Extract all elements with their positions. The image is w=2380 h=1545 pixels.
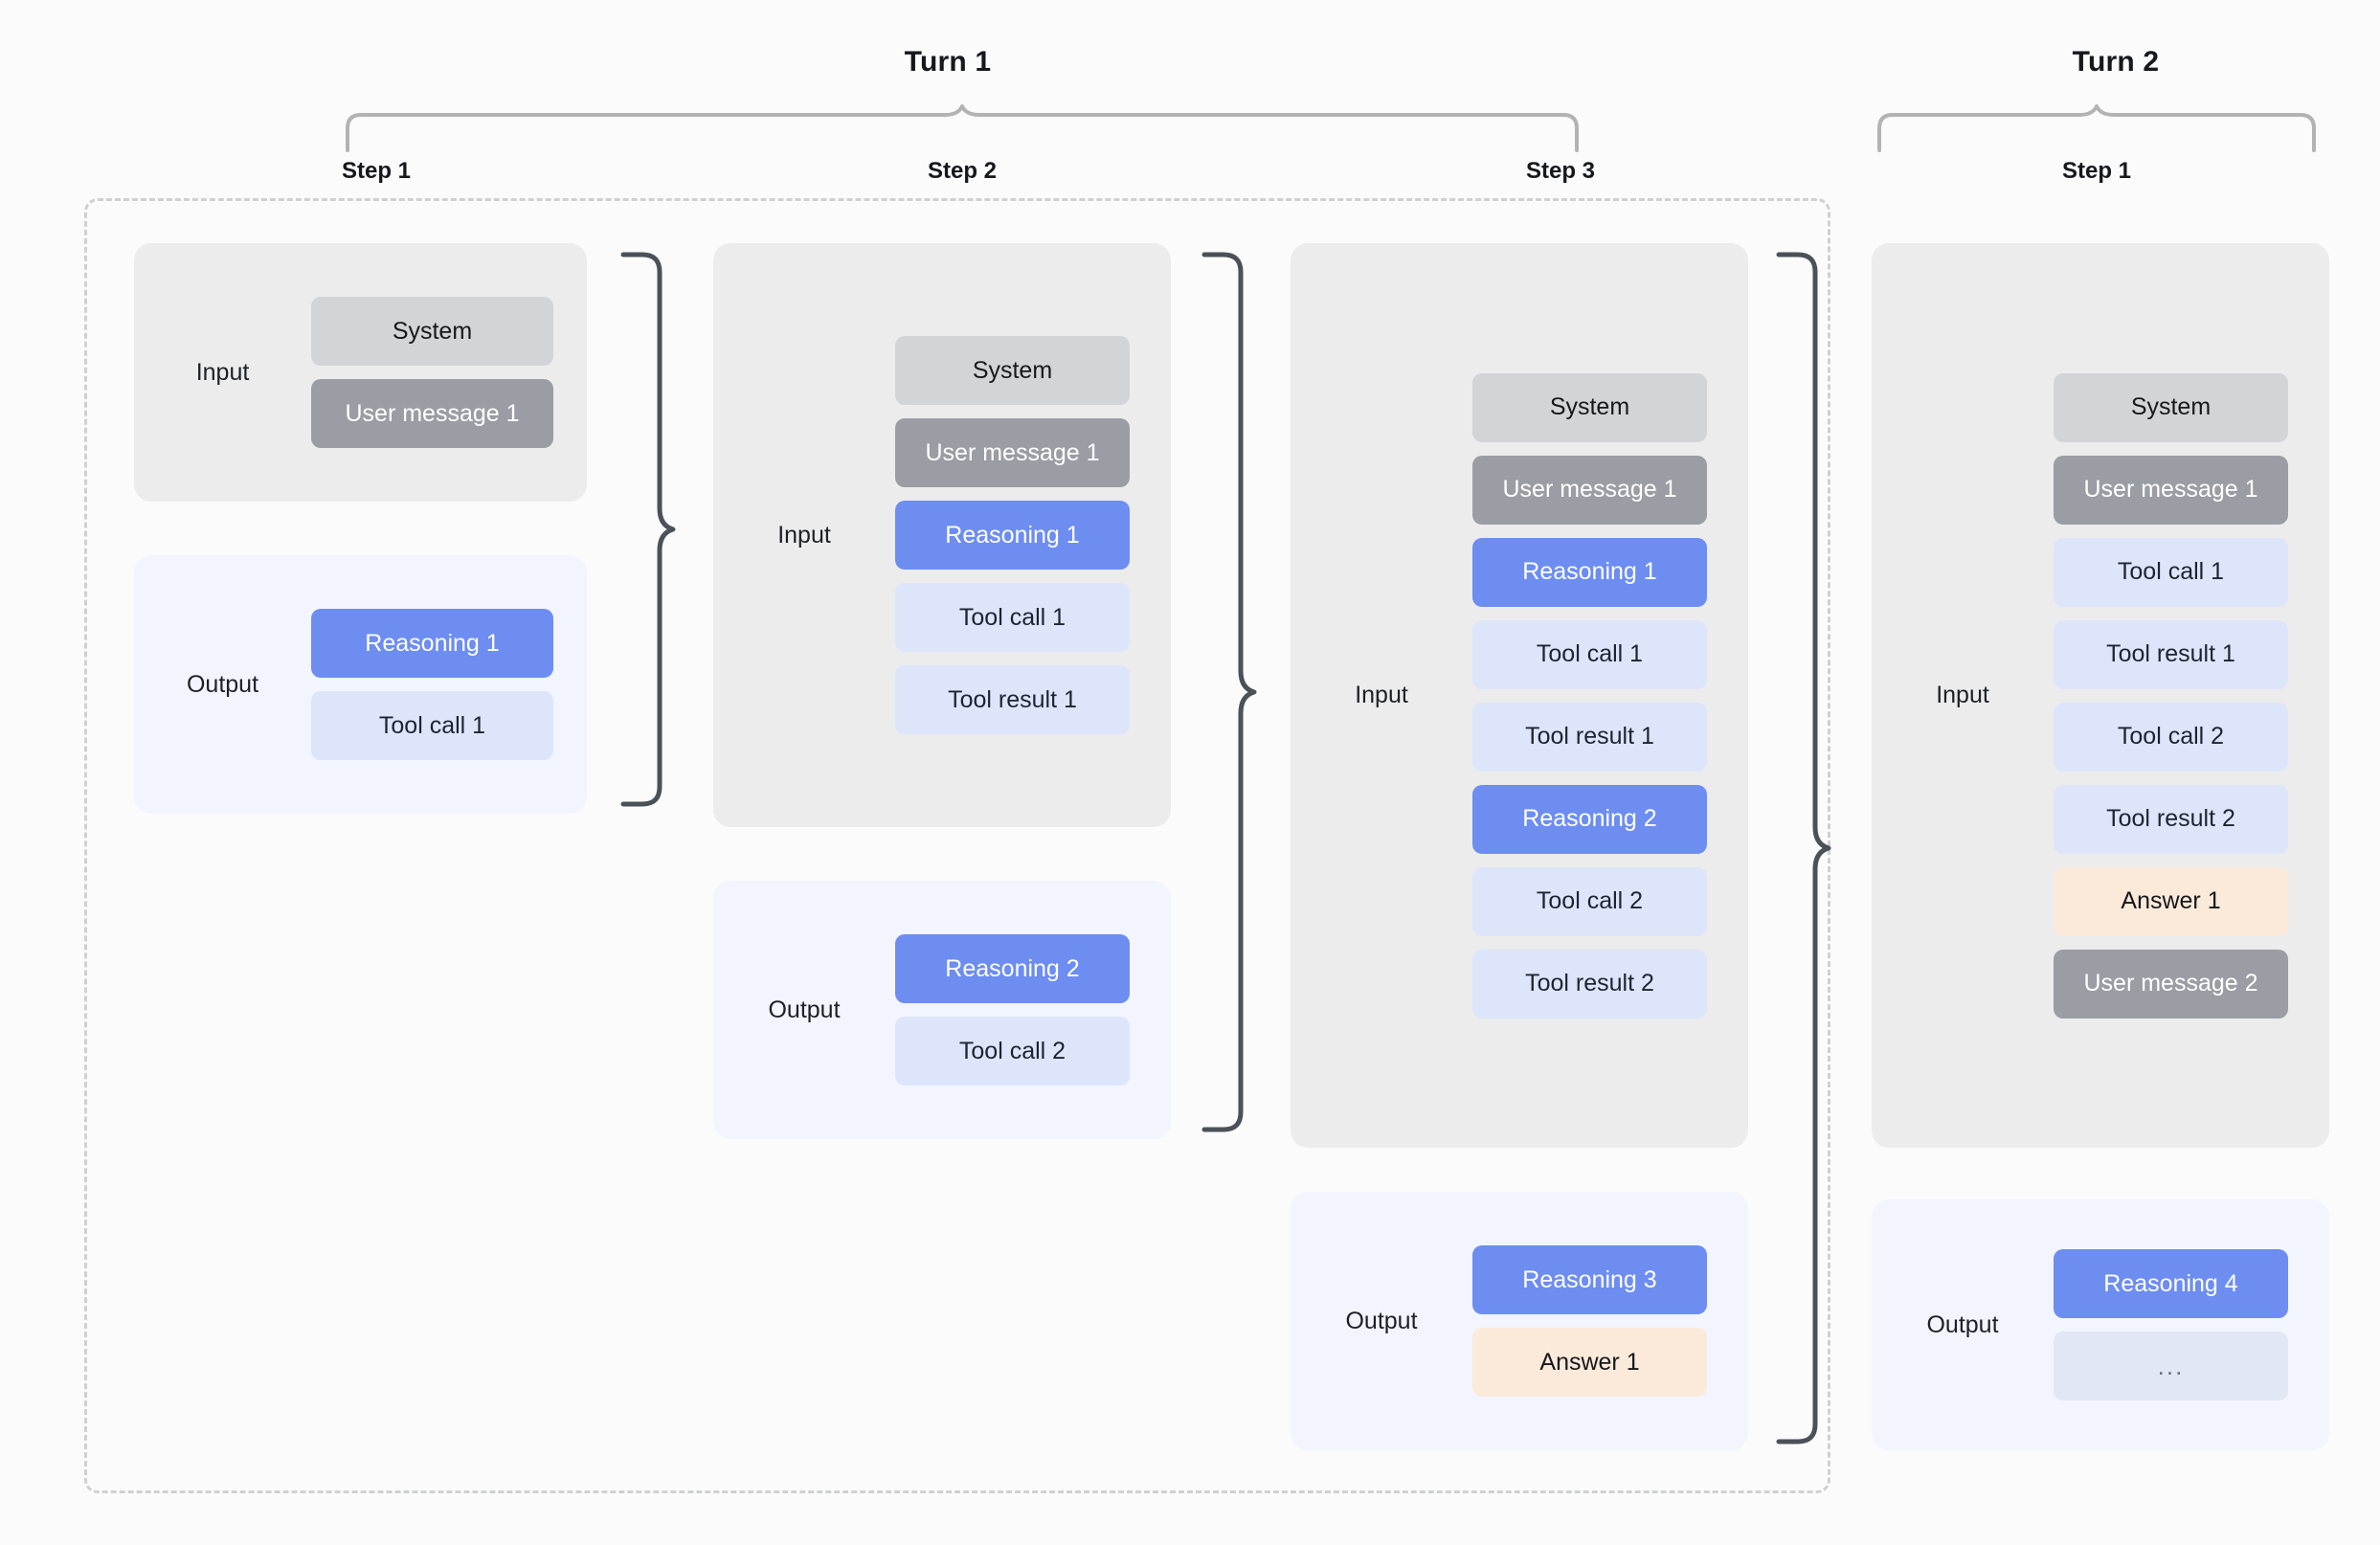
chip-stack: System User message 1 bbox=[311, 297, 553, 448]
chip-reasoning[interactable]: Reasoning 1 bbox=[895, 501, 1130, 570]
chip-ellipsis[interactable]: ... bbox=[2054, 1332, 2288, 1400]
chip-tool-result[interactable]: Tool result 1 bbox=[895, 665, 1130, 734]
chip-tool-call[interactable]: Tool call 1 bbox=[1472, 619, 1707, 689]
input-label: Input bbox=[1936, 682, 1989, 708]
brace-step2-to-step3 bbox=[1201, 252, 1257, 1132]
chip-tool-call[interactable]: Tool call 2 bbox=[1472, 866, 1707, 936]
input-label: Input bbox=[1355, 682, 1408, 708]
chip-reasoning[interactable]: Reasoning 3 bbox=[1472, 1245, 1707, 1314]
turn1-step1-input-group: Input System User message 1 bbox=[134, 243, 587, 502]
chip-stack: System User message 1 Tool call 1 Tool r… bbox=[2054, 372, 2288, 1019]
chip-stack: Reasoning 2 Tool call 2 bbox=[895, 934, 1130, 1086]
chip-user-message[interactable]: User message 1 bbox=[895, 418, 1130, 487]
turn2-step1-output-group: Output Reasoning 4 ... bbox=[1872, 1199, 2329, 1450]
turn-2-title: Turn 2 bbox=[2072, 46, 2160, 78]
chip-system[interactable]: System bbox=[895, 336, 1130, 405]
chip-reasoning[interactable]: Reasoning 1 bbox=[311, 609, 553, 678]
chip-stack: System User message 1 Reasoning 1 Tool c… bbox=[895, 336, 1130, 734]
chip-system[interactable]: System bbox=[311, 297, 553, 366]
chip-tool-call[interactable]: Tool call 1 bbox=[895, 583, 1130, 652]
step-label-turn1-step3: Step 3 bbox=[1525, 158, 1596, 184]
chip-stack: Reasoning 3 Answer 1 bbox=[1472, 1245, 1707, 1397]
turn2-step1-input-group: Input System User message 1 Tool call 1 … bbox=[1872, 243, 2329, 1148]
step-label-turn1-step2: Step 2 bbox=[927, 158, 998, 184]
chip-tool-call[interactable]: Tool call 1 bbox=[311, 691, 553, 760]
turn1-step3-input-group: Input System User message 1 Reasoning 1 … bbox=[1291, 243, 1748, 1148]
output-label: Output bbox=[1926, 1310, 1999, 1338]
turn1-step2-output-group: Output Reasoning 2 Tool call 2 bbox=[713, 881, 1171, 1139]
input-label: Input bbox=[777, 521, 831, 549]
turn-1-header-brace bbox=[346, 104, 1579, 152]
brace-step1-to-step2 bbox=[620, 252, 676, 807]
turn1-step2-input-group: Input System User message 1 Reasoning 1 … bbox=[713, 243, 1171, 827]
chip-tool-call[interactable]: Tool call 1 bbox=[2054, 537, 2288, 607]
turn-1-title: Turn 1 bbox=[904, 46, 992, 78]
output-label: Output bbox=[1345, 1307, 1418, 1334]
chip-user-message[interactable]: User message 1 bbox=[311, 379, 553, 448]
chip-stack: Reasoning 1 Tool call 1 bbox=[311, 609, 553, 760]
chip-answer[interactable]: Answer 1 bbox=[1472, 1328, 1707, 1397]
chip-reasoning[interactable]: Reasoning 2 bbox=[1472, 784, 1707, 854]
chip-user-message[interactable]: User message 1 bbox=[2054, 455, 2288, 525]
chip-tool-result[interactable]: Tool result 2 bbox=[2054, 784, 2288, 854]
chip-user-message[interactable]: User message 2 bbox=[2054, 949, 2288, 1019]
chip-reasoning[interactable]: Reasoning 4 bbox=[2054, 1249, 2288, 1318]
chip-tool-result[interactable]: Tool result 1 bbox=[2054, 619, 2288, 689]
chip-tool-call[interactable]: Tool call 2 bbox=[2054, 702, 2288, 772]
step-label-turn2-step1: Step 1 bbox=[2061, 158, 2132, 184]
chip-tool-call[interactable]: Tool call 2 bbox=[895, 1017, 1130, 1086]
chip-answer[interactable]: Answer 1 bbox=[2054, 866, 2288, 936]
output-label: Output bbox=[768, 996, 841, 1023]
output-label: Output bbox=[186, 670, 259, 698]
chip-reasoning[interactable]: Reasoning 1 bbox=[1472, 537, 1707, 607]
chip-reasoning[interactable]: Reasoning 2 bbox=[895, 934, 1130, 1003]
chip-stack: Reasoning 4 ... bbox=[2054, 1249, 2288, 1400]
brace-step3-to-turn2 bbox=[1776, 252, 1831, 1444]
chip-system[interactable]: System bbox=[1472, 372, 1707, 442]
chip-user-message[interactable]: User message 1 bbox=[1472, 455, 1707, 525]
chip-tool-result[interactable]: Tool result 1 bbox=[1472, 702, 1707, 772]
turn1-step1-output-group: Output Reasoning 1 Tool call 1 bbox=[134, 555, 587, 814]
turn1-step3-output-group: Output Reasoning 3 Answer 1 bbox=[1291, 1192, 1748, 1450]
chip-tool-result[interactable]: Tool result 2 bbox=[1472, 949, 1707, 1019]
chip-system[interactable]: System bbox=[2054, 372, 2288, 442]
turn-2-header-brace bbox=[1877, 104, 2316, 152]
input-label: Input bbox=[195, 358, 250, 386]
turn-1-region bbox=[84, 198, 1830, 1493]
step-label-turn1-step1: Step 1 bbox=[341, 158, 412, 184]
chip-stack: System User message 1 Reasoning 1 Tool c… bbox=[1472, 372, 1707, 1019]
